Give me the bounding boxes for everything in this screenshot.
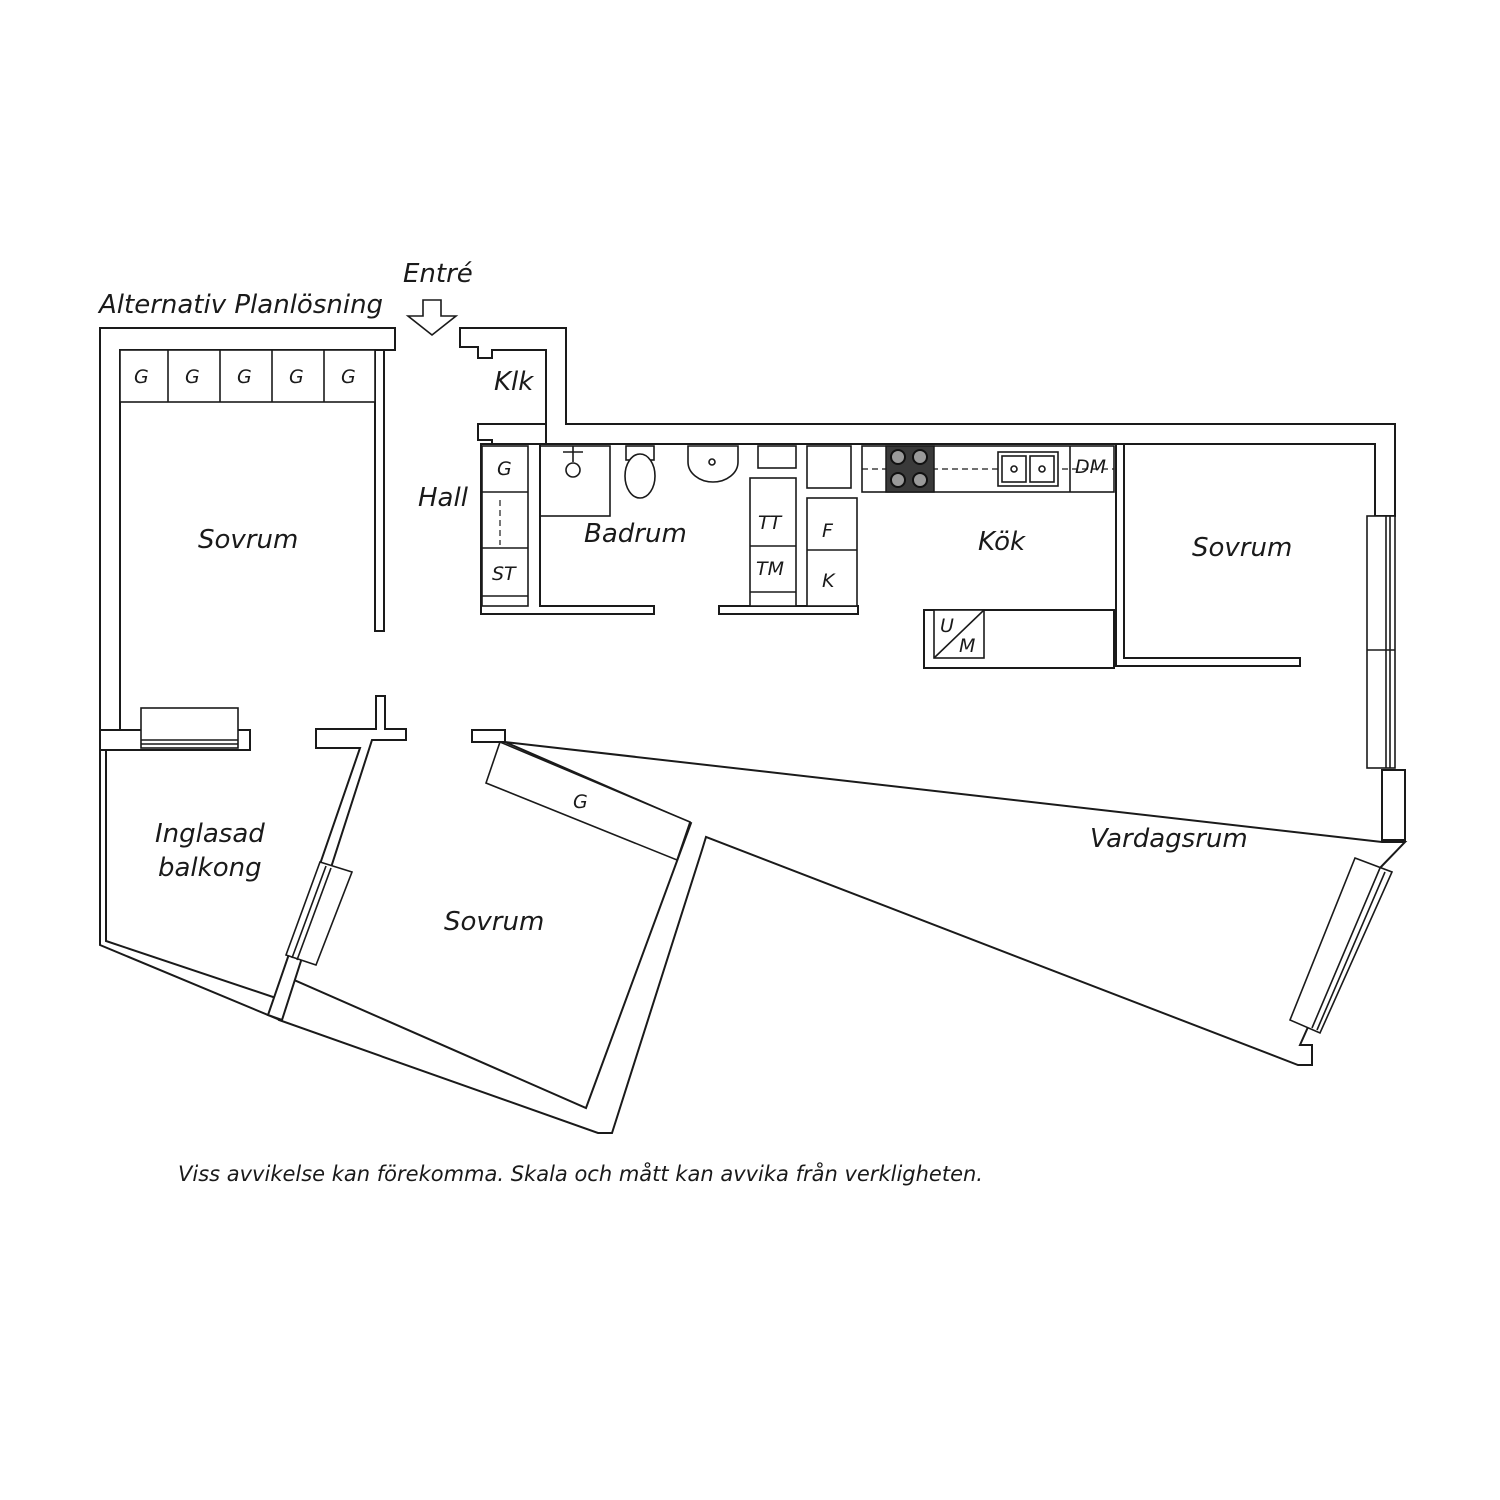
hall-wardrobe-label: G (497, 458, 512, 480)
bathroom-fixtures (539, 445, 739, 517)
room-label-balcony: balkong (158, 853, 262, 883)
wall-bedroom-right (1115, 443, 1301, 667)
shower-area (539, 445, 611, 517)
oven-label: U (940, 615, 954, 637)
windows (140, 515, 1396, 1035)
fridge-label: F (822, 520, 834, 542)
wardrobe-label: G (185, 366, 200, 388)
wall-east (1381, 769, 1406, 841)
bottom-wardrobe-label: G (573, 791, 588, 813)
window-balcony (284, 861, 354, 967)
room-label-bedroom-bottom: Sovrum (444, 907, 544, 937)
oven-unit (933, 609, 985, 659)
wardrobe-bottom (484, 740, 691, 862)
appliance-columns (749, 445, 858, 607)
plan-title: Alternativ Planlösning (97, 290, 383, 320)
room-label-bedroom-top-left: Sovrum (198, 525, 298, 555)
wardrobe-label: G (289, 366, 304, 388)
room-label-balcony: Inglasad (155, 819, 265, 849)
room-label-closet: Klk (494, 367, 534, 397)
wall-closet-bottom (477, 423, 547, 445)
room-label-bedroom-right: Sovrum (1192, 533, 1292, 563)
entrance-arrow-icon (405, 299, 459, 337)
washer-label: TM (756, 558, 784, 580)
room-label-living-room: Vardagsrum (1090, 824, 1248, 854)
hall-cabinets (481, 445, 529, 607)
window-east (1366, 515, 1396, 769)
wardrobe-label: G (341, 366, 356, 388)
outer-walls (99, 327, 1408, 1134)
room-label-kitchen: Kök (978, 527, 1026, 557)
wall-balcony (99, 747, 287, 1022)
window-bedroom-left (140, 707, 239, 749)
wardrobe-label: G (237, 366, 252, 388)
wall-living-south (277, 729, 1408, 1134)
wall-kitchen-south (718, 605, 859, 615)
dryer-label: TT (758, 512, 783, 534)
wardrobe-row (119, 349, 376, 403)
shoe-cabinet-label: ST (492, 563, 517, 585)
kitchen-counter (861, 445, 1115, 493)
room-label-hall: Hall (418, 483, 469, 513)
disclaimer-text: Viss avvikelse kan förekomma. Skala och … (178, 1161, 983, 1186)
wall-balcony-bedroom (266, 695, 407, 1022)
toilet-icon (624, 453, 656, 499)
freezer-label: K (822, 570, 836, 592)
room-label-bathroom: Badrum (584, 519, 687, 549)
kitchen-sink-icon (997, 451, 1059, 487)
shower-drain-icon (565, 462, 581, 478)
entrance-label: Entré (403, 259, 473, 289)
dishwasher-label: DM (1075, 456, 1106, 478)
wall-bedroom-east (374, 349, 385, 632)
wardrobe-label: G (134, 366, 149, 388)
microwave-label: M (959, 635, 975, 657)
